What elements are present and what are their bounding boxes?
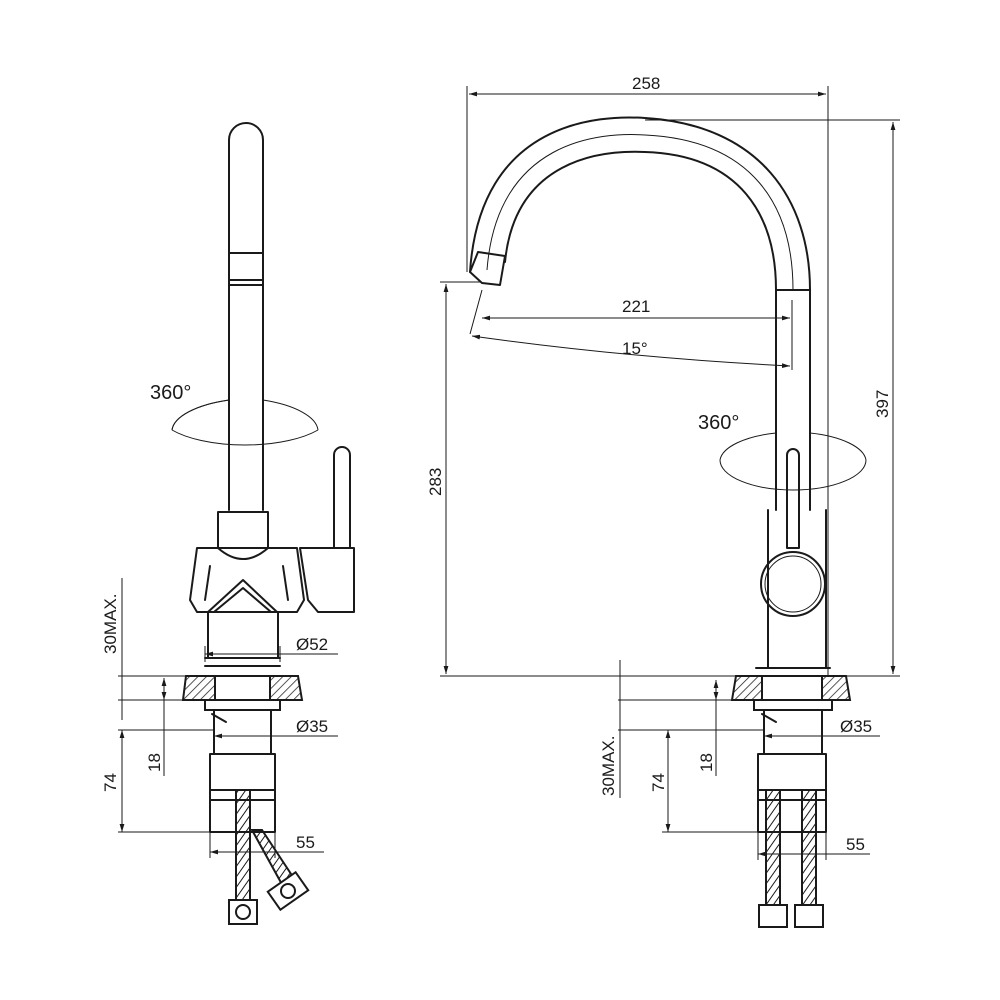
front-spout-tip — [469, 251, 506, 286]
front-397-label: 397 — [873, 390, 892, 418]
front-fixing-nut — [757, 753, 827, 833]
side-rotation-label: 360° — [150, 382, 191, 404]
side-washer — [204, 699, 281, 711]
front-30max-label: 30MAX. — [599, 736, 618, 796]
side-spout-column — [228, 122, 264, 511]
front-gooseneck-inner — [504, 150, 777, 511]
front-258-label: 258 — [632, 74, 660, 93]
side-rotation-ellipse — [171, 399, 230, 431]
front-hose-1 — [765, 789, 781, 906]
side-cartridge-housing — [299, 547, 355, 613]
side-base — [207, 611, 279, 659]
front-rotation-ellipse — [719, 432, 777, 461]
front-hose-nut-1 — [758, 904, 788, 928]
side-30max-label: 30MAX. — [101, 594, 120, 654]
side-countertop-right — [269, 675, 304, 701]
front-hose-nut-2 — [794, 904, 824, 928]
side-countertop-left — [181, 675, 216, 701]
side-lever — [333, 446, 351, 549]
front-countertop-right — [821, 675, 852, 701]
front-283-label: 283 — [426, 468, 445, 496]
side-base-diameter-label: Ø52 — [296, 635, 328, 654]
front-lever — [786, 448, 800, 549]
front-221-label: 221 — [622, 297, 650, 316]
front-shank-diameter-label: Ø35 — [840, 717, 872, 736]
side-view: 360° Ø52 Ø35 55 30MAX. 18 74 — [101, 122, 355, 925]
front-body — [767, 509, 827, 669]
front-18-label: 18 — [697, 753, 716, 772]
side-hose-nut-1 — [228, 899, 258, 925]
front-countertop-left — [730, 675, 763, 701]
front-15deg-label: 15° — [622, 339, 648, 358]
side-55-label: 55 — [296, 833, 315, 852]
side-hose-1 — [235, 789, 251, 901]
front-view: 258 221 15° 360° 397 283 Ø35 55 30MAX. 1… — [426, 74, 900, 928]
front-washer — [753, 699, 833, 711]
side-body-collar — [217, 511, 269, 549]
front-55-label: 55 — [846, 835, 865, 854]
front-gooseneck-outer — [469, 116, 811, 511]
front-74-label: 74 — [649, 773, 668, 792]
side-74-label: 74 — [101, 773, 120, 792]
side-18-label: 18 — [145, 753, 164, 772]
side-shank-diameter-label: Ø35 — [296, 717, 328, 736]
side-body-main — [189, 547, 305, 613]
side-hose-nut-2 — [266, 870, 310, 912]
front-hose-2 — [801, 789, 817, 906]
front-cartridge-circle — [760, 551, 826, 617]
front-rotation-label: 360° — [698, 412, 739, 434]
